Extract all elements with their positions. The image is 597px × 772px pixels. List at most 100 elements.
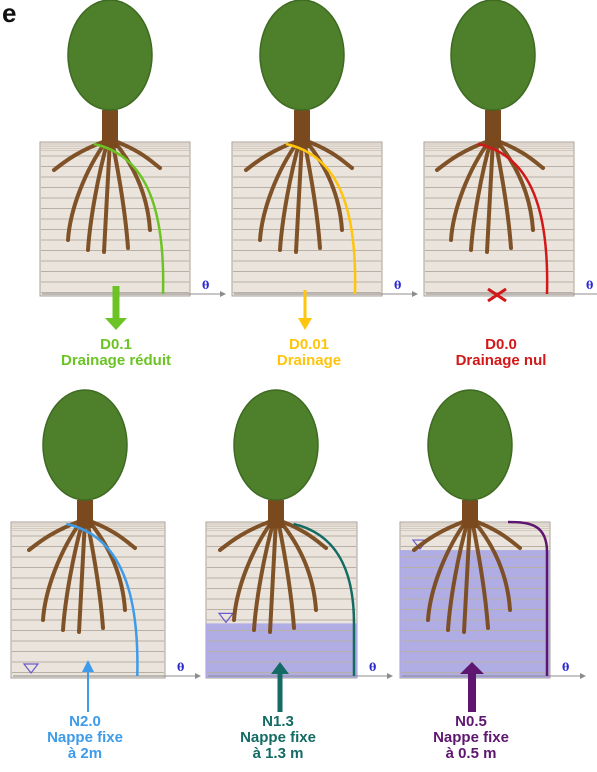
panel-d01: θ bbox=[39, 0, 226, 330]
root bbox=[435, 138, 493, 172]
soil-block bbox=[10, 521, 166, 679]
caption-d01: D0.1 Drainage réduit bbox=[21, 337, 211, 369]
root bbox=[66, 138, 109, 242]
moisture-profile-curve bbox=[66, 522, 139, 677]
panel-n13: θ bbox=[205, 389, 393, 712]
moisture-profile-curve bbox=[507, 520, 549, 676]
root bbox=[426, 518, 469, 622]
trunk bbox=[102, 110, 118, 148]
root bbox=[110, 138, 162, 170]
corner-label: e bbox=[2, 0, 17, 28]
root bbox=[52, 138, 110, 172]
root bbox=[302, 138, 354, 170]
caption-code: D0.01 bbox=[288, 336, 330, 353]
theta-label: θ bbox=[177, 661, 184, 674]
moisture-profile-curve bbox=[293, 522, 356, 676]
moisture-profile-curve bbox=[477, 142, 549, 295]
axis-arrowhead-icon bbox=[387, 673, 393, 679]
root bbox=[493, 138, 545, 170]
tree-crown bbox=[427, 389, 513, 501]
root bbox=[471, 518, 512, 612]
axis-arrowhead-icon bbox=[195, 673, 201, 679]
root bbox=[277, 518, 318, 612]
root bbox=[27, 518, 85, 552]
panel-d00: θ bbox=[423, 0, 597, 303]
root bbox=[61, 518, 85, 632]
caption-label: Nappe fixe bbox=[433, 729, 509, 746]
water-arrow-head-icon bbox=[82, 660, 94, 672]
water-arrow-head-icon bbox=[460, 662, 484, 674]
root bbox=[85, 518, 137, 550]
root bbox=[111, 138, 152, 232]
root bbox=[258, 138, 301, 242]
caption-n20: N2.0 Nappe fixe à 2m bbox=[0, 714, 180, 762]
root bbox=[494, 138, 535, 232]
root bbox=[268, 518, 278, 634]
root bbox=[278, 138, 302, 252]
drainage-arrow-head-icon bbox=[105, 318, 127, 330]
root bbox=[86, 518, 127, 612]
root bbox=[252, 518, 276, 632]
root bbox=[276, 518, 328, 550]
axis-arrowhead-icon bbox=[580, 673, 586, 679]
water-table-symbol-icon bbox=[22, 663, 40, 674]
caption-label: Drainage nul bbox=[455, 352, 547, 369]
root bbox=[102, 138, 112, 254]
theta-label: θ bbox=[202, 279, 209, 292]
caption-depth: à 1.3 m bbox=[252, 745, 304, 762]
root bbox=[446, 518, 470, 632]
moisture-profile-curve bbox=[93, 142, 165, 295]
water-arrow-shaft bbox=[277, 674, 283, 712]
root bbox=[77, 518, 87, 634]
theta-label: θ bbox=[369, 661, 376, 674]
caption-n13: N1.3 Nappe fixe à 1.3 m bbox=[183, 714, 373, 762]
moisture-profile-curve bbox=[285, 142, 357, 295]
water-arrow-shaft bbox=[468, 674, 476, 712]
trunk bbox=[77, 500, 93, 528]
tree-crown bbox=[450, 0, 536, 111]
caption-label: Drainage réduit bbox=[60, 352, 172, 369]
tree-crown bbox=[259, 0, 345, 111]
root bbox=[294, 138, 304, 254]
trunk bbox=[294, 110, 310, 148]
theta-label: θ bbox=[394, 279, 401, 292]
panel-n20: θ bbox=[10, 389, 201, 712]
root bbox=[470, 518, 490, 630]
no-drainage-cross-icon bbox=[487, 287, 507, 303]
caption-d00: D0.0 Drainage nul bbox=[406, 337, 596, 369]
theta-label: θ bbox=[562, 661, 569, 674]
root bbox=[469, 138, 493, 252]
caption-depth: à 2m bbox=[67, 745, 103, 762]
root bbox=[232, 518, 275, 622]
caption-depth: à 0.5 m bbox=[445, 745, 497, 762]
axis-arrowhead-icon bbox=[412, 291, 418, 297]
root bbox=[218, 518, 276, 552]
water-table-symbol-icon bbox=[217, 612, 235, 624]
root bbox=[276, 518, 296, 630]
caption-code: D0.0 bbox=[485, 336, 517, 353]
tree-crown bbox=[42, 389, 128, 501]
root bbox=[485, 138, 495, 254]
root bbox=[303, 138, 344, 232]
caption-n05: N0.5 Nappe fixe à 0.5 m bbox=[376, 714, 566, 762]
caption-d001: D0.01 Drainage bbox=[214, 337, 404, 369]
caption-label: Nappe fixe bbox=[240, 729, 316, 746]
caption-code: N2.0 bbox=[69, 713, 101, 730]
root bbox=[462, 518, 472, 634]
panel-n05: θ bbox=[399, 389, 586, 712]
root bbox=[493, 138, 513, 250]
trunk bbox=[462, 500, 478, 528]
root bbox=[86, 138, 110, 252]
caption-label: Nappe fixe bbox=[47, 729, 123, 746]
caption-code: N0.5 bbox=[455, 713, 487, 730]
water-arrow-head-icon bbox=[271, 662, 289, 674]
caption-code: D0.1 bbox=[100, 336, 132, 353]
root bbox=[449, 138, 492, 242]
caption-code: N1.3 bbox=[262, 713, 294, 730]
caption-label: Drainage bbox=[276, 352, 342, 369]
tree-crown bbox=[233, 389, 319, 501]
root bbox=[244, 138, 302, 172]
theta-label: θ bbox=[586, 279, 593, 292]
